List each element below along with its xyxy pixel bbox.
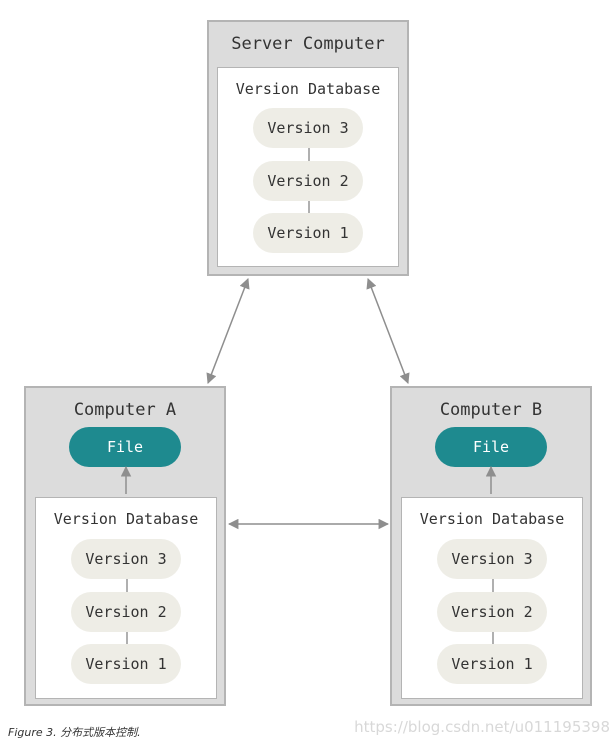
computer-b-version-database: Version Database Version 3 Version 2 Ver… [401,497,583,699]
watermark-url: https://blog.csdn.net/u011195398 [354,718,610,736]
computer-a-version-3: Version 3 [71,539,181,579]
server-database-title: Version Database [235,80,381,98]
server-version-database: Version Database Version 3 Version 2 Ver… [217,67,399,267]
computer-a-version-database: Version Database Version 3 Version 2 Ver… [35,497,217,699]
computer-b-title: Computer B [439,400,543,420]
server-version-1: Version 1 [253,213,363,253]
server-version-2: Version 2 [253,161,363,201]
figure-caption: Figure 3. 分布式版本控制. [8,726,141,739]
computer-b-version-3: Version 3 [437,539,547,579]
computer-b-version-1: Version 1 [437,644,547,684]
computer-a-database-title: Version Database [53,510,199,528]
server-computer-box: Server Computer Version Database Version… [207,20,409,276]
computer-a-file: File [69,427,181,467]
server-computer-title: Server Computer [231,34,385,54]
computer-b-box: Computer B File Version Database Version… [390,386,592,706]
computer-a-version-1: Version 1 [71,644,181,684]
computer-a-box: Computer A File Version Database Version… [24,386,226,706]
server-computer-a-arrow [206,278,250,384]
computer-b-version-2: Version 2 [437,592,547,632]
server-version-3: Version 3 [253,108,363,148]
computer-b-database-title: Version Database [419,510,565,528]
server-computer-b-arrow [366,278,410,384]
computer-a-version-2: Version 2 [71,592,181,632]
computer-b-file: File [435,427,547,467]
computer-a-title: Computer A [73,400,177,420]
